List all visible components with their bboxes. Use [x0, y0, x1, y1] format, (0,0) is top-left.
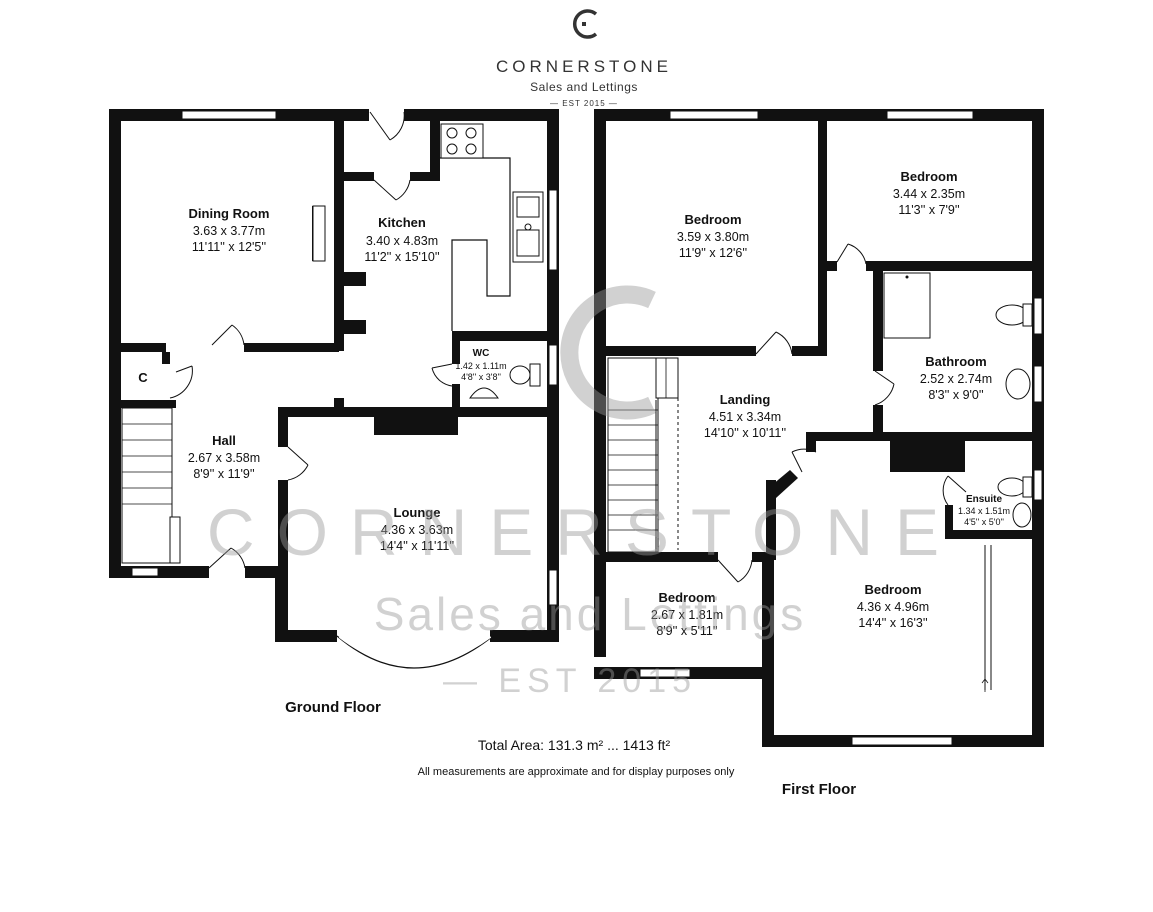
room-bedroom-4: Bedroom 4.36 x 4.96m 14'4'' x 16'3'' [857, 582, 929, 630]
room-hall: Hall 2.67 x 3.58m 8'9'' x 11'9'' [188, 433, 260, 481]
room-wc: WC 1.42 x 1.11m 4'8'' x 3'8'' [455, 348, 506, 382]
room-name: Ensuite [966, 494, 1003, 505]
room-name: Lounge [394, 505, 441, 520]
total-area: Total Area: 131.3 m² ... 1413 ft² [478, 737, 671, 753]
watermark-c-icon [560, 285, 656, 420]
room-metric: 2.52 x 2.74m [920, 372, 992, 386]
room-kitchen: Kitchen 3.40 x 4.83m 11'2'' x 15'10'' [364, 215, 439, 264]
room-name: C [138, 370, 148, 385]
disclaimer: All measurements are approximate and for… [418, 766, 735, 778]
room-name: Bedroom [684, 212, 741, 227]
room-metric: 2.67 x 1.81m [651, 608, 723, 622]
room-name: Kitchen [378, 215, 426, 230]
watermark: CORNERSTONE Sales and Lettings — EST 201… [207, 285, 961, 700]
room-metric: 3.40 x 4.83m [366, 234, 438, 248]
room-imperial: 14'4'' x 11'11'' [380, 539, 454, 553]
ground-floor-label: Ground Floor [285, 699, 381, 716]
ground-floor-plan: Dining Room 3.63 x 3.77m 11'11'' x 12'5'… [109, 109, 559, 716]
room-dining-room: Dining Room 3.63 x 3.77m 11'11'' x 12'5'… [189, 206, 270, 254]
room-metric: 2.67 x 3.58m [188, 451, 260, 465]
room-name: Hall [212, 433, 236, 448]
room-name: Bedroom [658, 590, 715, 605]
brand-tagline: Sales and Lettings [530, 80, 638, 94]
watermark-name: CORNERSTONE [207, 495, 961, 569]
room-metric: 4.51 x 3.34m [709, 410, 781, 424]
room-imperial: 11'11'' x 12'5'' [192, 240, 266, 254]
room-metric: 3.59 x 3.80m [677, 230, 749, 244]
room-imperial: 11'2'' x 15'10'' [364, 250, 439, 264]
room-bedroom-2: Bedroom 3.44 x 2.35m 11'3'' x 7'9'' [893, 169, 965, 217]
room-imperial: 4'8'' x 3'8'' [461, 372, 501, 382]
watermark-tagline: Sales and Lettings [374, 588, 807, 640]
room-imperial: 8'9'' x 11'9'' [193, 467, 254, 481]
brand-name: CORNERSTONE [496, 57, 672, 76]
room-lounge: Lounge 4.36 x 3.63m 14'4'' x 11'11'' [380, 505, 454, 553]
room-name: Dining Room [189, 206, 270, 221]
room-metric: 1.34 x 1.51m [958, 506, 1010, 516]
room-imperial: 14'4'' x 16'3'' [858, 616, 927, 630]
room-bedroom-3: Bedroom 2.67 x 1.81m 8'9'' x 5'11'' [651, 590, 723, 638]
room-bedroom-1: Bedroom 3.59 x 3.80m 11'9'' x 12'6'' [677, 212, 749, 260]
room-imperial: 8'9'' x 5'11'' [656, 624, 717, 638]
room-imperial: 11'3'' x 7'9'' [898, 203, 959, 217]
watermark-est: — EST 2015 [443, 662, 697, 700]
brand-est: — EST 2015 — [550, 99, 618, 108]
room-ensuite: Ensuite 1.34 x 1.51m 4'5'' x 5'0'' [958, 494, 1010, 527]
room-imperial: 11'9'' x 12'6'' [679, 246, 747, 260]
room-metric: 4.36 x 3.63m [381, 523, 453, 537]
room-metric: 3.63 x 3.77m [193, 224, 265, 238]
room-landing: Landing 4.51 x 3.34m 14'10'' x 10'11'' [704, 392, 786, 440]
room-imperial: 8'3'' x 9'0'' [928, 388, 983, 402]
room-bathroom: Bathroom 2.52 x 2.74m 8'3'' x 9'0'' [920, 354, 992, 402]
room-name: WC [473, 348, 490, 359]
room-name: Landing [720, 392, 771, 407]
room-cupboard: C [138, 370, 148, 385]
room-metric: 3.44 x 2.35m [893, 187, 965, 201]
first-floor-label: First Floor [782, 781, 856, 798]
room-imperial: 14'10'' x 10'11'' [704, 426, 786, 440]
room-name: Bedroom [900, 169, 957, 184]
first-floor-plan: Bedroom 3.59 x 3.80m 11'9'' x 12'6'' Bed… [594, 109, 1044, 798]
room-name: Bedroom [864, 582, 921, 597]
cornerstone-c-icon [572, 9, 598, 39]
room-metric: 1.42 x 1.11m [455, 361, 506, 371]
room-metric: 4.36 x 4.96m [857, 600, 929, 614]
brand-logo: CORNERSTONE Sales and Lettings — EST 201… [496, 9, 672, 108]
room-name: Bathroom [925, 354, 986, 369]
room-imperial: 4'5'' x 5'0'' [964, 517, 1004, 527]
